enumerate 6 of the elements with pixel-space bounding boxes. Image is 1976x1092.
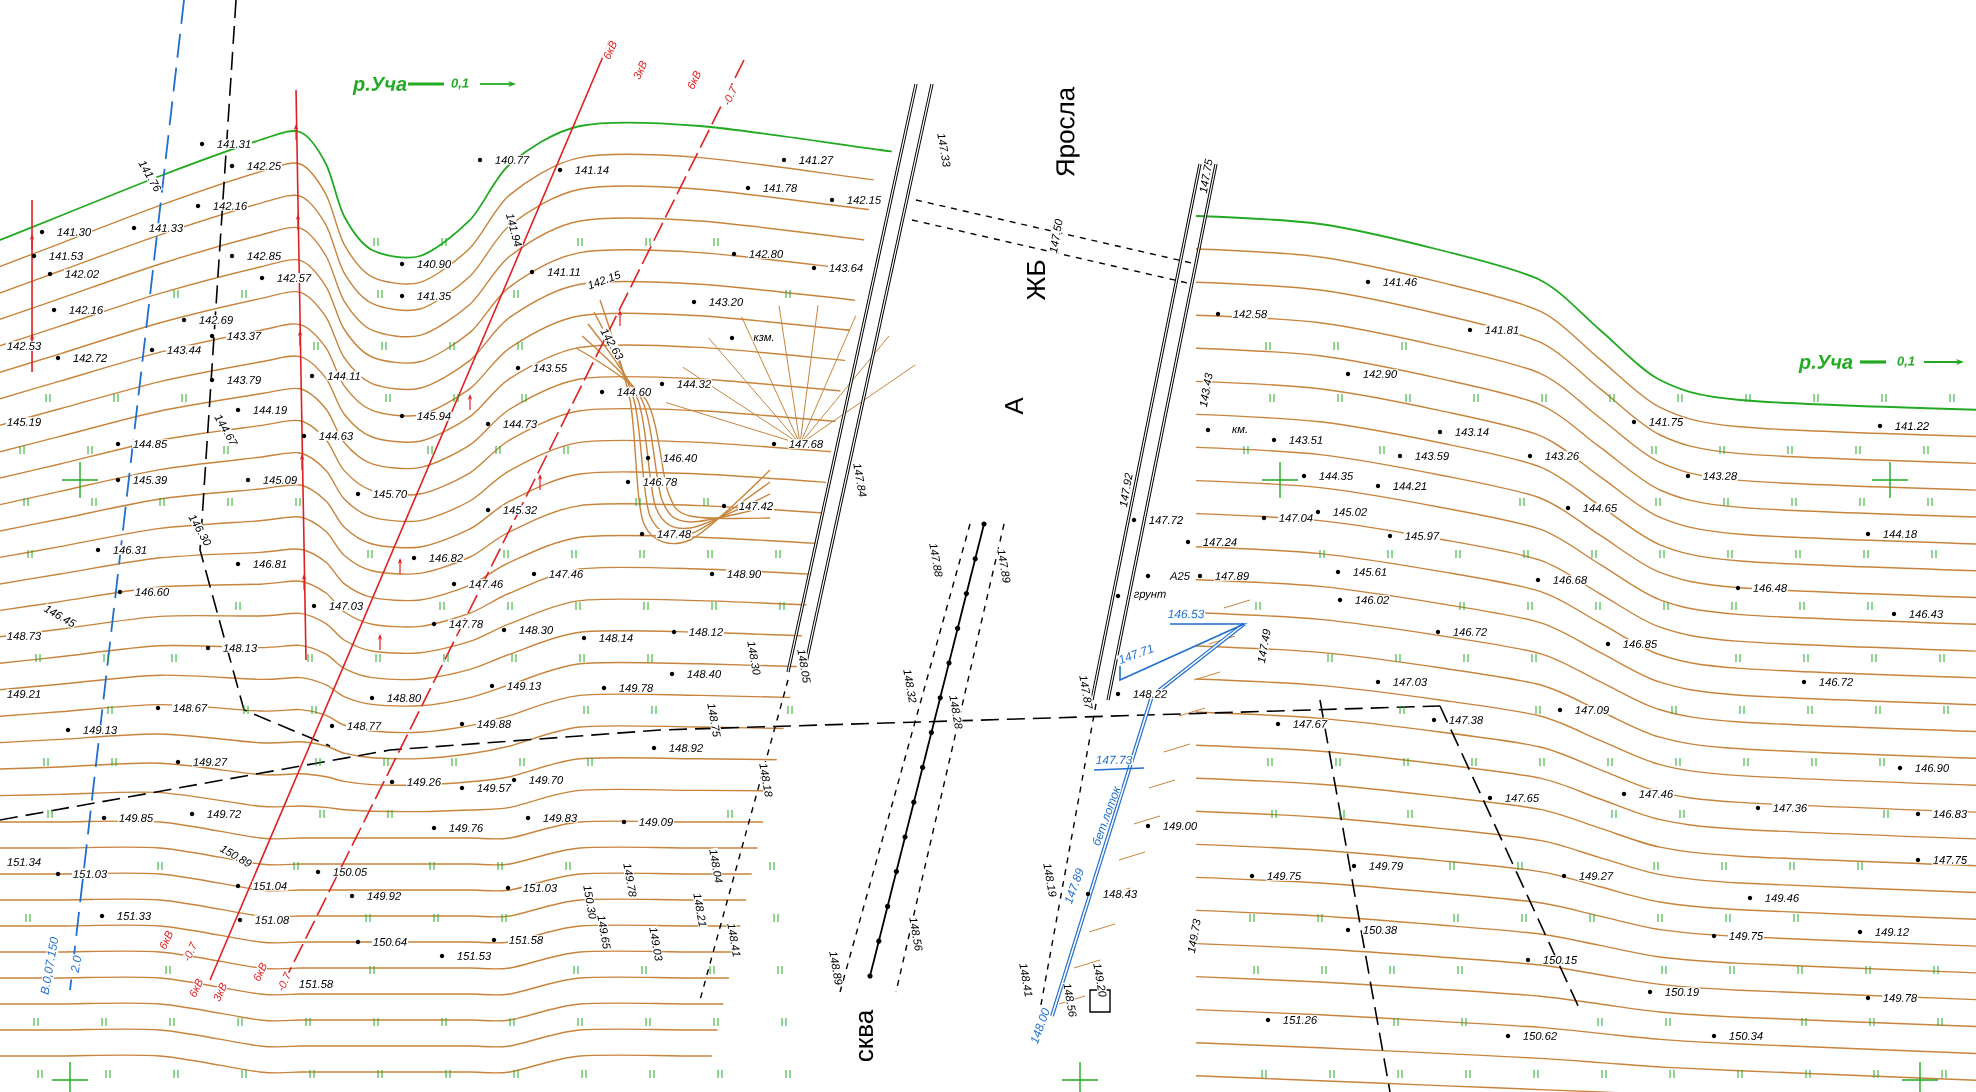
map-label: сква <box>858 1009 874 1063</box>
river-label: р.Уча <box>352 76 408 96</box>
map-label: Яросла <box>1055 86 1081 178</box>
map-label: ЖБ <box>1026 258 1046 302</box>
river-label: р.Уча <box>1798 354 1854 374</box>
map-label: А <box>1004 396 1024 416</box>
